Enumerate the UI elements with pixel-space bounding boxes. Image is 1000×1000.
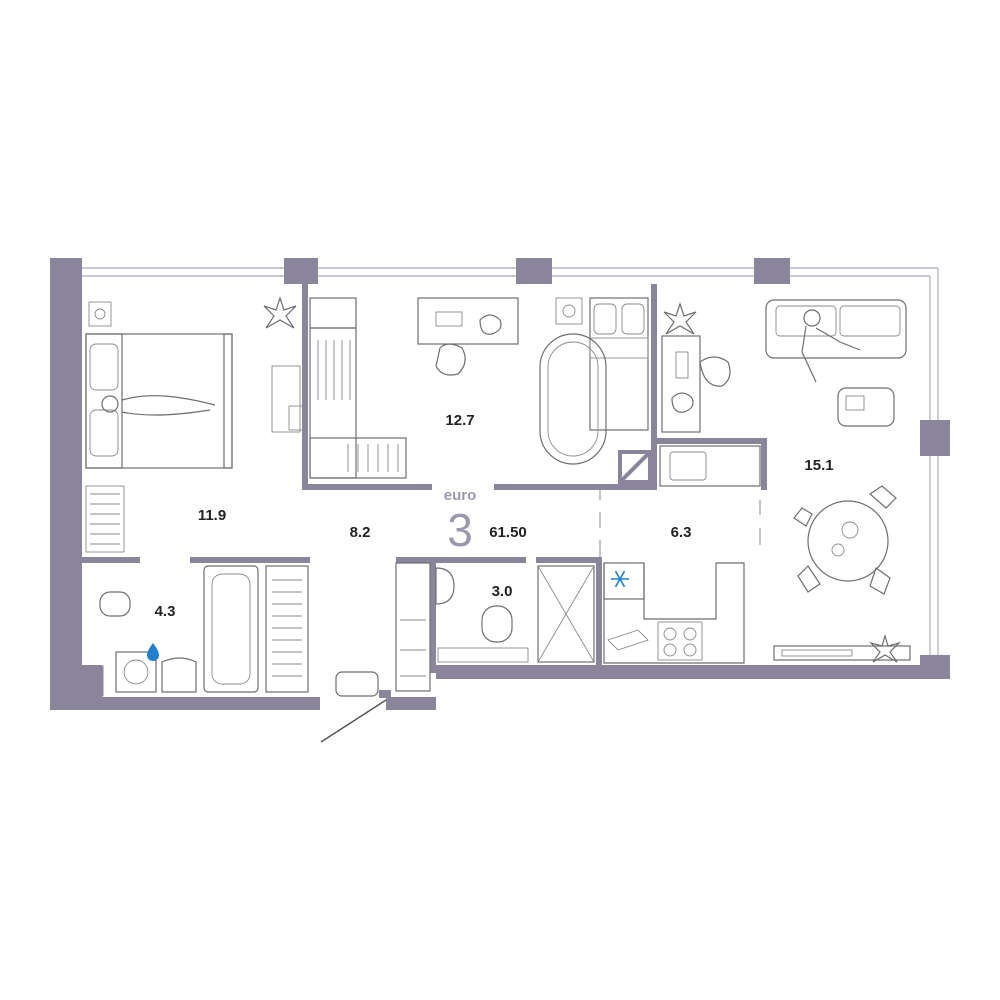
plant-icon bbox=[663, 302, 697, 335]
person-icon bbox=[801, 309, 861, 383]
kitchen-furniture bbox=[603, 445, 761, 664]
room-area-living-room: 15.1 bbox=[804, 457, 833, 474]
snowflake-icon bbox=[611, 570, 629, 588]
bathroom-furniture bbox=[99, 565, 309, 693]
room-area-bedroom-middle: 12.7 bbox=[445, 412, 474, 429]
room-area-kitchen: 6.3 bbox=[671, 524, 692, 541]
room-area-bathroom: 4.3 bbox=[155, 603, 176, 620]
room-area-hallway: 8.2 bbox=[350, 524, 371, 541]
apartment-label: euro 3 61.50 bbox=[444, 487, 527, 556]
bedroom-middle-furniture bbox=[309, 297, 649, 479]
room-area-bedroom-left: 11.9 bbox=[198, 507, 226, 524]
walls bbox=[50, 258, 950, 710]
water-drop-icon bbox=[147, 643, 159, 661]
living-room-furniture bbox=[661, 299, 911, 663]
apartment-room-count: 3 bbox=[447, 504, 473, 556]
hallway-furniture bbox=[335, 562, 431, 697]
plant-icon bbox=[263, 296, 297, 329]
door-swing-icon bbox=[320, 699, 387, 743]
plant-icon bbox=[868, 633, 902, 663]
room-area-shower-room: 3.0 bbox=[492, 583, 513, 600]
windows bbox=[82, 267, 939, 655]
apartment-type-label: euro bbox=[444, 487, 477, 504]
bedroom-left-furniture bbox=[85, 296, 304, 553]
doors bbox=[82, 450, 761, 743]
apartment-total-area: 61.50 bbox=[489, 524, 527, 541]
shower-room-furniture bbox=[435, 565, 595, 663]
